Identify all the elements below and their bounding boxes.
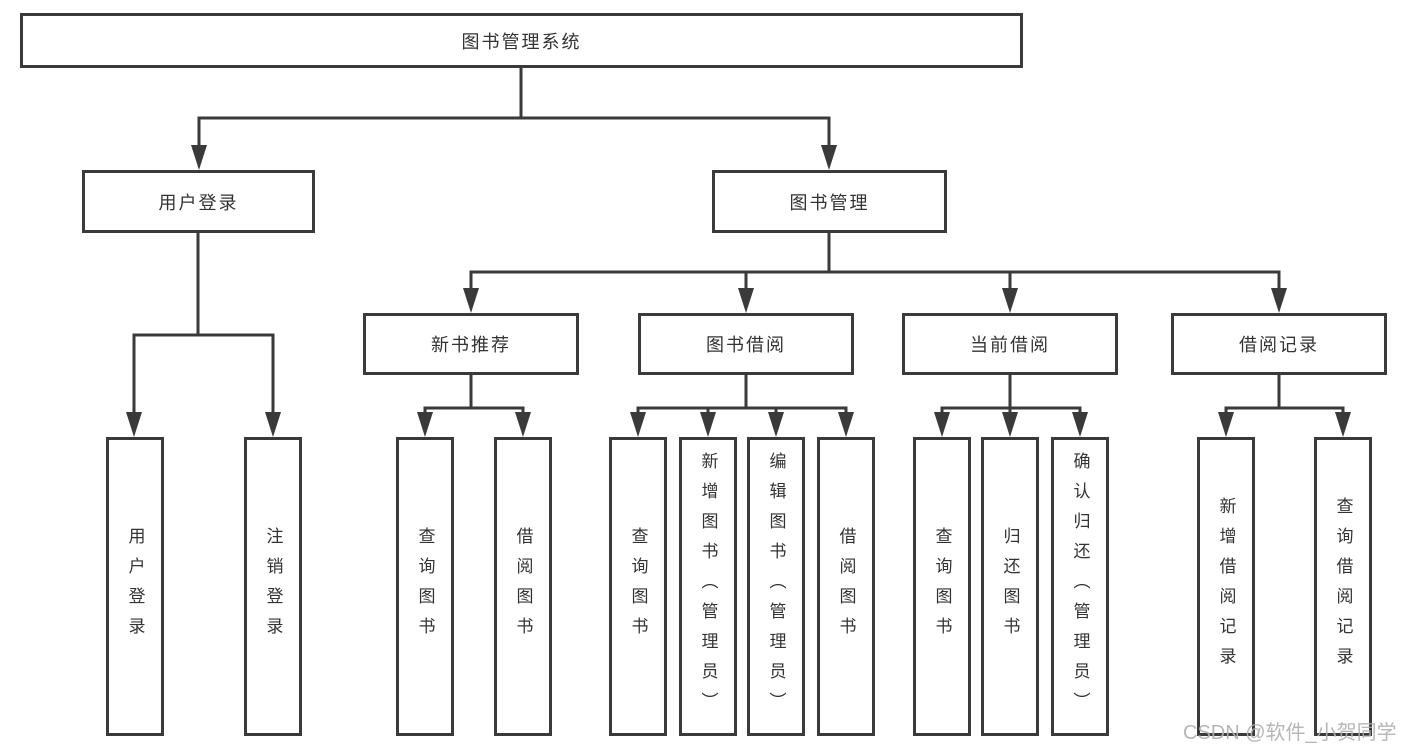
node-borrowing-records: 借阅记录 — [1171, 313, 1387, 375]
node-current-borrowing: 当前借阅 — [902, 313, 1118, 375]
arrow-down-icon — [934, 412, 950, 437]
leaf-label: 查询图书 — [628, 526, 648, 647]
node-label: 用户登录 — [158, 192, 239, 213]
leaf-label: 新增借阅记录 — [1216, 496, 1236, 677]
leaf-label: 新增图书（管理员） — [698, 451, 718, 722]
leaf-user-login: 用户登录 — [106, 437, 164, 736]
leaf-borrow-books: 借阅图书 — [817, 437, 875, 736]
arrow-down-icon — [630, 412, 646, 437]
leaf-logout: 注销登录 — [244, 437, 302, 736]
leaf-label: 注销登录 — [263, 526, 283, 647]
connector-borrow-to-leaves — [636, 373, 848, 419]
node-book-management: 图书管理 — [712, 170, 947, 233]
connector-book-mgmt-to-level3 — [469, 231, 1281, 295]
arrow-down-icon — [1218, 412, 1234, 437]
leaf-label: 借阅图书 — [513, 526, 533, 647]
leaf-add-book-admin: 新增图书（管理员） — [679, 437, 737, 736]
arrow-down-icon — [821, 145, 837, 170]
arrow-down-icon — [768, 412, 784, 437]
leaf-label: 查询图书 — [415, 526, 435, 647]
connector-records-to-leaves — [1224, 373, 1345, 419]
node-library-management-system: 图书管理系统 — [20, 13, 1023, 68]
leaf-borrow-books-recommend: 借阅图书 — [494, 437, 552, 736]
node-user-login: 用户登录 — [82, 170, 315, 233]
arrow-down-icon — [1002, 412, 1018, 437]
arrow-down-icon — [838, 412, 854, 437]
node-label: 当前借阅 — [970, 335, 1050, 355]
leaf-edit-book-admin: 编辑图书（管理员） — [747, 437, 805, 736]
connector-user-login-to-leaves — [132, 231, 275, 419]
node-label: 图书借阅 — [706, 335, 786, 355]
leaf-query-borrow-record: 查询借阅记录 — [1314, 437, 1372, 736]
arrow-down-icon — [463, 288, 479, 313]
leaf-add-borrow-record: 新增借阅记录 — [1197, 437, 1255, 736]
leaf-label: 确认归还（管理员） — [1070, 451, 1090, 722]
node-label: 图书管理系统 — [461, 31, 582, 52]
node-new-book-recommendation: 新书推荐 — [363, 313, 579, 375]
leaf-label: 查询借阅记录 — [1333, 496, 1353, 677]
arrow-down-icon — [126, 412, 142, 437]
node-label: 新书推荐 — [431, 335, 511, 355]
arrow-down-icon — [1072, 412, 1088, 437]
leaf-label: 查询图书 — [932, 526, 952, 647]
connector-new-books-to-leaves — [423, 373, 525, 419]
leaf-label: 编辑图书（管理员） — [766, 451, 786, 722]
arrow-down-icon — [265, 412, 281, 437]
leaf-label: 用户登录 — [125, 526, 145, 647]
arrow-down-icon — [191, 145, 207, 170]
leaf-label: 借阅图书 — [836, 526, 856, 647]
node-book-borrowing: 图书借阅 — [638, 313, 854, 375]
connector-current-to-leaves — [940, 373, 1082, 419]
arrow-down-icon — [1002, 288, 1018, 313]
arrow-down-icon — [417, 412, 433, 437]
leaf-query-books-current: 查询图书 — [913, 437, 971, 736]
node-label: 图书管理 — [789, 192, 870, 213]
arrow-down-icon — [1271, 288, 1287, 313]
arrow-down-icon — [1335, 412, 1351, 437]
leaf-query-books-borrow: 查询图书 — [609, 437, 667, 736]
arrow-down-icon — [738, 288, 754, 313]
leaf-return-book: 归还图书 — [981, 437, 1039, 736]
leaf-label: 归还图书 — [1000, 526, 1020, 647]
csdn-watermark: CSDN @软件_小贺同学 — [1183, 722, 1397, 744]
leaf-confirm-return-admin: 确认归还（管理员） — [1051, 437, 1109, 736]
arrow-down-icon — [700, 412, 716, 437]
arrow-down-icon — [515, 412, 531, 437]
connector-root-to-level2 — [197, 66, 831, 152]
arrowheads — [126, 145, 1351, 437]
node-label: 借阅记录 — [1239, 335, 1319, 355]
leaf-query-books-recommend: 查询图书 — [396, 437, 454, 736]
